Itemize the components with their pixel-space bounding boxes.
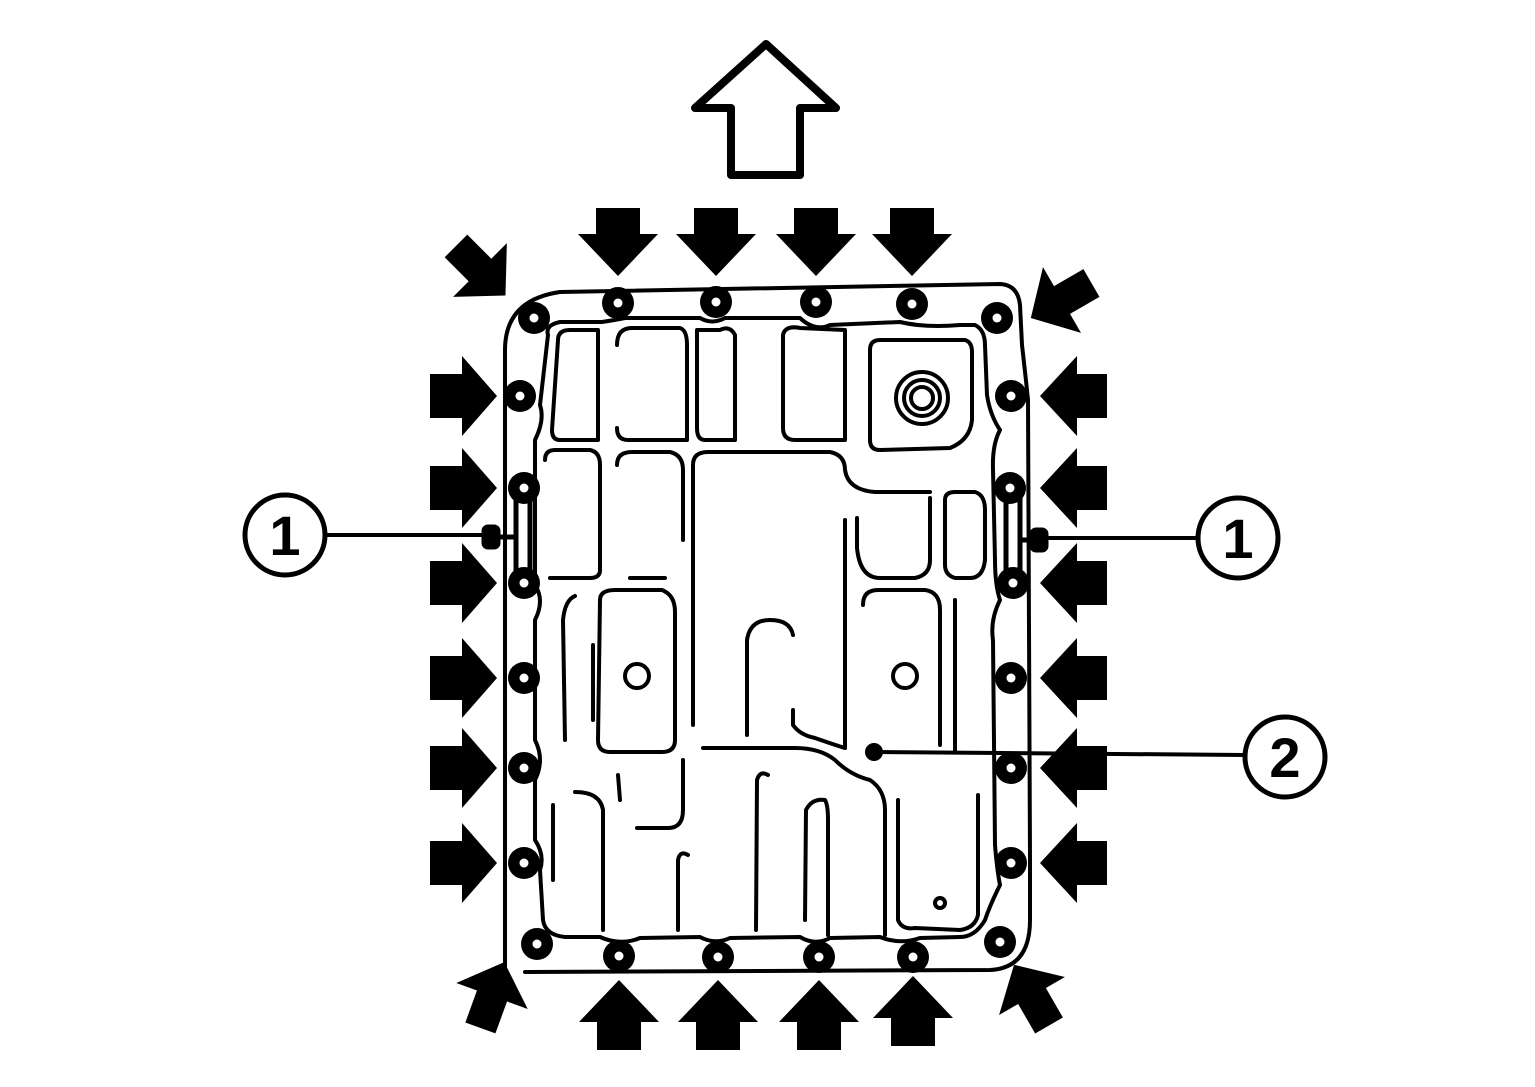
drain-bay xyxy=(868,338,974,452)
right-tightening-arrows xyxy=(1040,356,1107,903)
arrow-diagonal-up-left-icon xyxy=(999,964,1065,1034)
arrow-diagonal-down-right-icon xyxy=(444,234,507,297)
arrow-up-icon xyxy=(779,980,859,1050)
arrow-left-icon xyxy=(1040,356,1107,436)
arrow-diagonal-down-left-icon xyxy=(1030,267,1100,333)
arrow-right-icon xyxy=(430,448,497,528)
drain-plug-icon xyxy=(894,370,950,426)
front-direction-arrow-icon xyxy=(691,40,840,179)
arrow-left-icon xyxy=(1040,543,1107,623)
oil-pan-body xyxy=(503,282,1032,974)
arrow-right-icon xyxy=(430,356,497,436)
arrow-diagonal-up-right-icon xyxy=(456,962,528,1034)
arrow-left-icon xyxy=(1040,448,1107,528)
top-tightening-arrows xyxy=(578,208,952,276)
callout-2: 2 xyxy=(1242,714,1328,800)
left-tightening-arrows xyxy=(430,356,497,903)
arrow-right-icon xyxy=(430,543,497,623)
arrow-down-icon xyxy=(872,208,952,276)
callout-label: 1 xyxy=(269,504,300,567)
callout-1-right: 1 xyxy=(1195,495,1281,581)
callout-1-left: 1 xyxy=(242,492,328,578)
arrow-down-icon xyxy=(776,208,856,276)
arrow-right-icon xyxy=(430,823,497,903)
arrow-up-icon xyxy=(873,976,953,1046)
arrow-right-icon xyxy=(430,638,497,718)
callout-label: 2 xyxy=(1269,726,1300,789)
arrow-left-icon xyxy=(1040,728,1107,808)
arrow-right-icon xyxy=(430,728,497,808)
center-channel xyxy=(691,450,932,494)
pan-outer-flange xyxy=(503,282,1032,974)
bolts xyxy=(504,286,1029,973)
arrow-left-icon xyxy=(1040,638,1107,718)
arrow-up-icon xyxy=(678,980,758,1050)
arrow-up-icon xyxy=(579,980,659,1050)
arrow-left-icon xyxy=(1040,823,1107,903)
arrow-down-icon xyxy=(578,208,658,276)
callout-leaders xyxy=(326,533,1245,761)
arrow-down-icon xyxy=(676,208,756,276)
bottom-tightening-arrows xyxy=(579,976,953,1050)
side-bracket-right xyxy=(1003,495,1049,578)
corner-tightening-arrows xyxy=(444,234,1100,1034)
callout-label: 1 xyxy=(1222,507,1253,570)
